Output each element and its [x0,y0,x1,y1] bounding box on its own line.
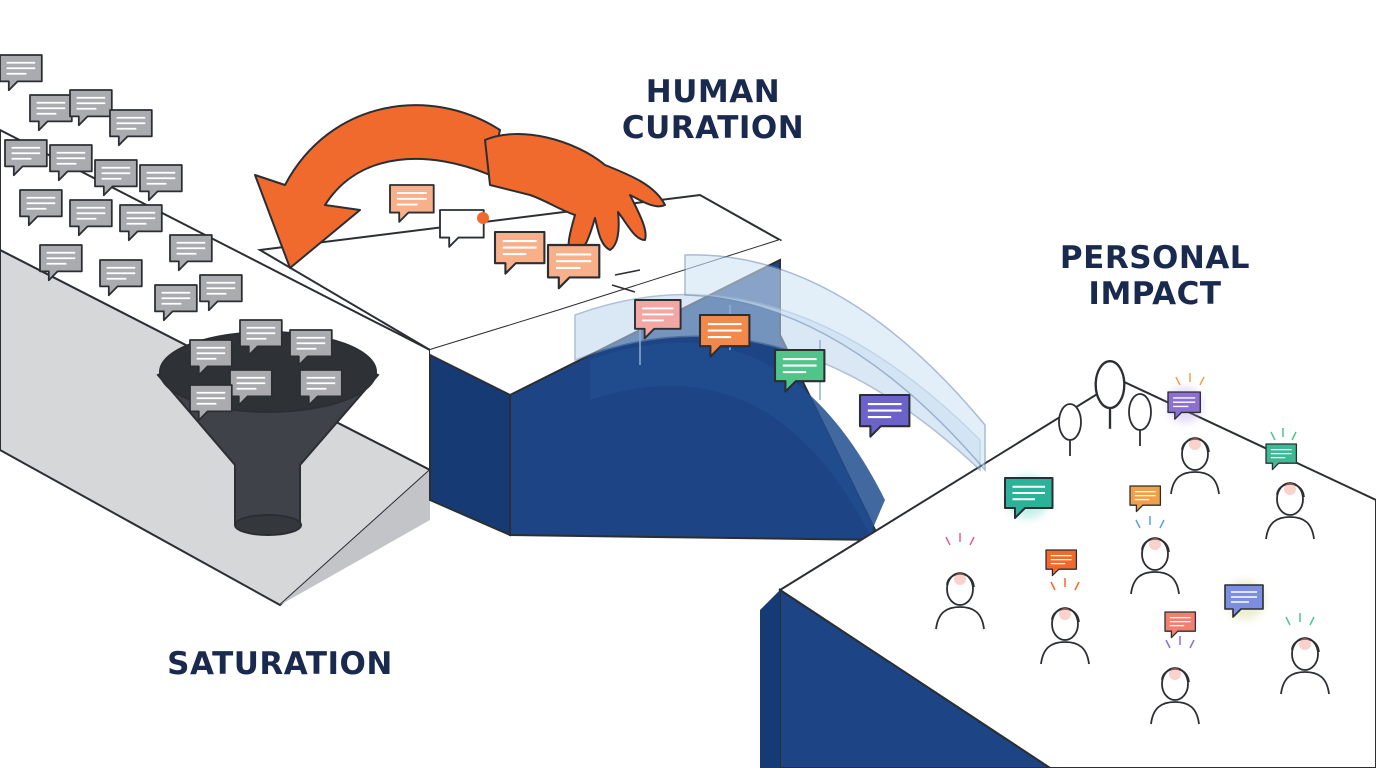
audience-bubbles [1004,387,1298,639]
human-curation-label: HUMAN CURATION [598,74,828,146]
curation-bubbles [389,184,641,293]
personal-impact-label-line-2: IMPACT [1088,276,1222,312]
human-curation-label-line-1: HUMAN [645,74,781,110]
human-curation-label-line-2: CURATION [621,110,805,146]
sparkles [945,373,1315,649]
chat-bubble-icon [29,94,73,132]
glass-bridge [574,254,986,535]
chat-bubble-icon [109,109,153,147]
curved-arrow-icon [254,104,501,269]
personal-impact-label-line-1: PERSONAL [1059,240,1251,276]
chat-bubble-icon [389,184,435,223]
personal-impact-label: PERSONAL IMPACT [1030,240,1280,312]
chat-bubble-icon [69,89,113,127]
chat-bubble-icon [0,54,43,92]
chat-bubble-icon [858,393,911,438]
chat-bubble-icon [139,164,183,202]
saturation-label: SATURATION [167,646,393,682]
